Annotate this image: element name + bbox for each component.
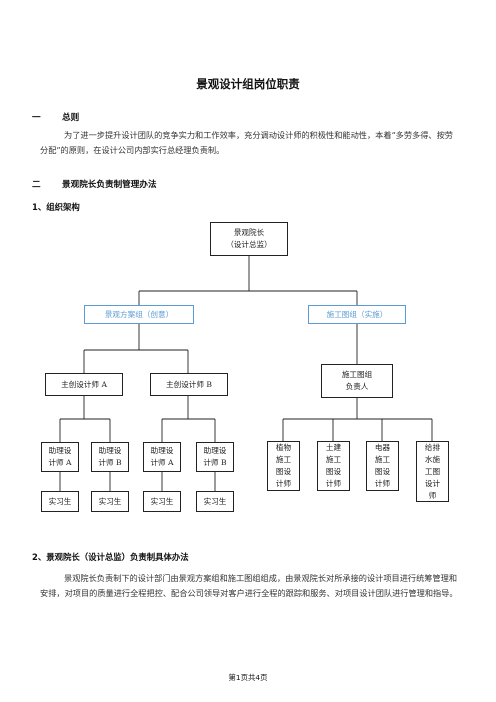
section-title: 总则	[62, 113, 80, 123]
org-box-civil-designer: 土建 施工 图设 计师	[317, 441, 350, 491]
org-box-assistant-a: 助理设 计师 A	[143, 442, 181, 472]
org-box-assistant-a: 助理设 计师 A	[41, 442, 79, 472]
org-box-chief-designer-a: 主创设计师 A	[45, 373, 123, 396]
org-box-electrical-designer: 电器 施工 图设 计师	[366, 441, 399, 491]
document-title: 景观设计组岗位职责	[196, 77, 300, 91]
org-box-drainage-designer: 给排 水施 工图 设计 师	[416, 441, 449, 502]
org-box-intern: 实习生	[41, 491, 79, 512]
subheading-org-structure: 1、组织架构	[32, 202, 80, 212]
org-box-construction-lead: 施工图组 负责人	[321, 364, 393, 398]
org-box-director: 景观院长 （设计总监）	[210, 222, 288, 256]
section-heading-general: 一 总则	[32, 111, 79, 123]
org-box-assistant-b: 助理设 计师 B	[91, 442, 129, 472]
paragraph-director-method: 景观院长负责制下的设计部门由景观方案组和施工图组组成，由景观院长对所承接的设计项…	[40, 573, 458, 598]
subheading-director-method: 2、景观院长（设计总监）负责制具体办法	[32, 552, 189, 562]
org-box-intern: 实习生	[196, 491, 234, 512]
paragraph-general: 为了进一步提升设计团队的竞争实力和工作效率，充分调动设计师的积极性和能动性，本着…	[40, 130, 453, 155]
org-box-intern: 实习生	[143, 491, 181, 512]
org-box-intern: 实习生	[91, 491, 129, 512]
section-title: 景观院长负责制管理办法	[62, 180, 157, 190]
org-box-scheme-group: 景观方案组（创意）	[84, 305, 194, 324]
org-box-construction-group: 施工图组（实施）	[308, 305, 406, 324]
org-box-plant-designer: 植物 施工 图设 计师	[267, 441, 300, 491]
section-number: 一	[32, 113, 41, 123]
org-box-chief-designer-b: 主创设计师 B	[150, 373, 228, 396]
page-footer: 第1页共4页	[228, 673, 268, 682]
section-number: 二	[32, 180, 41, 190]
org-box-assistant-b: 助理设 计师 B	[196, 442, 234, 472]
section-heading-management: 二 景观院长负责制管理办法	[32, 178, 157, 190]
